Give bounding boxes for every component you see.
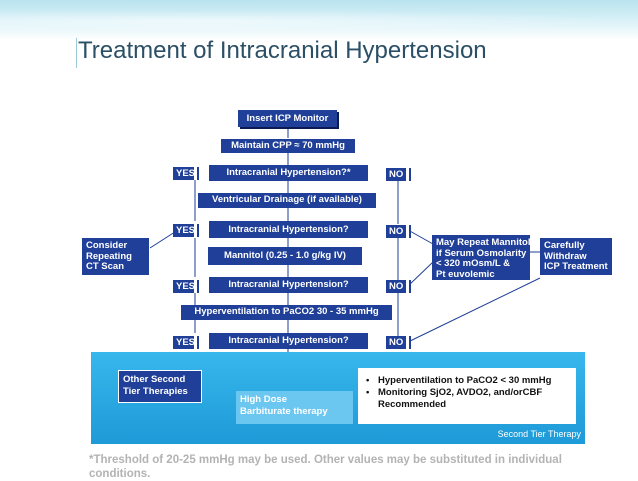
- bullet-text: Hyperventilation to PaCO2 < 30 mmHg: [378, 375, 552, 386]
- consider-ct-line: Consider: [86, 240, 128, 251]
- bullet-monitoring: • Monitoring SjO2, AVDO2, and/orCBF Reco…: [366, 387, 576, 411]
- ventricular-drainage-box: Ventricular Drainage (if available): [198, 193, 376, 208]
- yes-label-4: YES: [173, 336, 199, 349]
- intracranial-hypertension-box-4: Intracranial Hypertension?: [209, 333, 368, 349]
- maintain-cpp-box: Maintain CPP ≈ 70 mmHg: [221, 139, 355, 153]
- no-label-1: NO: [386, 168, 411, 181]
- consider-ct-scan-box: Consider Repeating CT Scan: [82, 238, 149, 275]
- yes-label-1: YES: [173, 167, 199, 180]
- other-second-tier-line: Other Second: [123, 374, 186, 385]
- connector-line: [407, 229, 434, 245]
- slide-header-band: [0, 0, 638, 40]
- barbiturate-therapy-box: High Dose Barbiturate therapy: [236, 391, 353, 424]
- intracranial-hypertension-box-3: Intracranial Hypertension?: [209, 277, 368, 293]
- other-second-tier-line: Tier Therapies: [123, 386, 188, 397]
- repeat-mannitol-line: Pt euvolemic: [436, 268, 495, 280]
- second-tier-caption: Second Tier Therapy: [497, 429, 581, 439]
- no-label-4: NO: [386, 336, 411, 349]
- hyperventilation-box: Hyperventilation to PaCO2 30 - 35 mmHg: [181, 305, 392, 320]
- slide-title: Treatment of Intracranial Hypertension: [78, 37, 487, 64]
- intracranial-hypertension-box-2: Intracranial Hypertension?: [209, 221, 368, 238]
- bullet-dot-icon: •: [366, 387, 370, 398]
- no-label-3: NO: [386, 280, 411, 293]
- second-tier-bullet-list: • Hyperventilation to PaCO2 < 30 mmHg • …: [358, 368, 576, 411]
- intracranial-hypertension-box-1: Intracranial Hypertension?*: [209, 165, 368, 181]
- bullet-text: Recommended: [378, 399, 447, 410]
- withdraw-icp-line: Withdraw: [544, 250, 587, 262]
- barbiturate-line: Barbiturate therapy: [240, 406, 328, 417]
- withdraw-icp-line: ICP Treatment: [544, 261, 608, 272]
- threshold-footnote: *Threshold of 20-25 mmHg may be used. Ot…: [89, 454, 562, 480]
- bullet-text: Monitoring SjO2, AVDO2, and/orCBF: [378, 387, 543, 398]
- withdraw-icp-line: Carefully: [544, 240, 585, 251]
- mannitol-box: Mannitol (0.25 - 1.0 g/kg IV): [208, 247, 362, 265]
- yes-label-3: YES: [173, 280, 199, 293]
- withdraw-icp-treatment-box: Carefully Withdraw ICP Treatment: [540, 238, 612, 275]
- repeat-mannitol-line: if Serum Osmolarity: [436, 247, 527, 259]
- repeat-mannitol-line: May Repeat Mannitol: [436, 237, 530, 248]
- consider-ct-line: Repeating: [86, 250, 132, 262]
- connector-line: [407, 277, 541, 343]
- barbiturate-line: High Dose: [240, 394, 287, 405]
- consider-ct-line: CT Scan: [86, 261, 125, 272]
- yes-label-2: YES: [173, 224, 199, 237]
- bullet-hyperventilation: • Hyperventilation to PaCO2 < 30 mmHg: [366, 375, 576, 387]
- bullet-dot-icon: •: [366, 375, 370, 386]
- connector-line: [407, 261, 434, 287]
- second-tier-notes-box: • Hyperventilation to PaCO2 < 30 mmHg • …: [358, 368, 576, 424]
- other-second-tier-box: Other Second Tier Therapies: [118, 370, 202, 403]
- repeat-mannitol-box: May Repeat Mannitol if Serum Osmolarity …: [432, 235, 530, 280]
- insert-icp-monitor-box: Insert ICP Monitor: [238, 110, 337, 127]
- title-accent-line: [76, 38, 77, 68]
- no-label-2: NO: [386, 225, 411, 238]
- repeat-mannitol-line: < 320 mOsm/L &: [436, 258, 511, 269]
